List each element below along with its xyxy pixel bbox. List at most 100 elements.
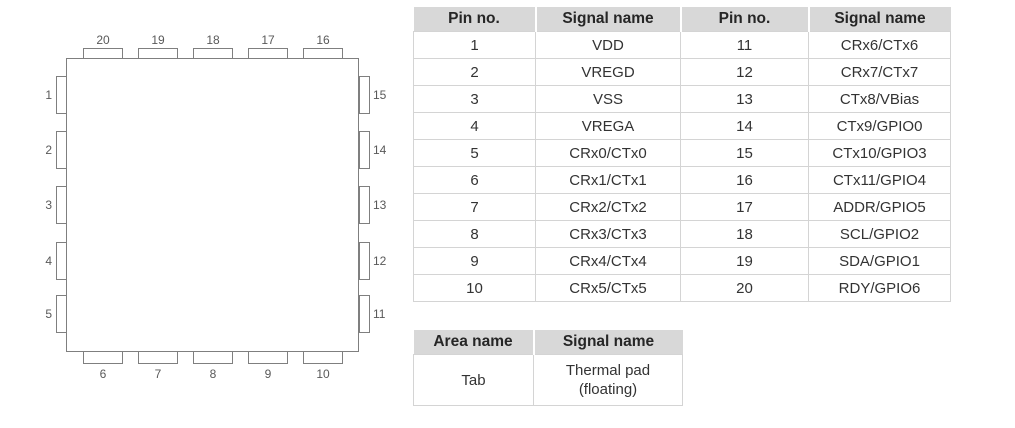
table-cell: 18 — [680, 220, 809, 248]
column-header: Signal name — [534, 7, 681, 32]
column-header: Signal name — [532, 330, 683, 355]
table-cell: 16 — [680, 166, 809, 194]
table-cell: 1 — [413, 31, 536, 59]
table-cell: 12 — [680, 58, 809, 86]
table-cell: CRx1/CTx1 — [535, 166, 681, 194]
pin — [56, 131, 67, 169]
pin-label: 17 — [261, 33, 275, 47]
table-cell: 3 — [413, 85, 536, 113]
pin-label: 10 — [316, 367, 330, 381]
pin-label: 15 — [373, 88, 387, 102]
table-cell: CRx6/CTx6 — [808, 31, 951, 59]
column-header: Pin no. — [413, 7, 536, 32]
pin — [359, 242, 370, 280]
table-header-row: Pin no. Signal name Pin no. Signal name — [413, 7, 951, 32]
chip-body — [66, 58, 359, 352]
pin — [359, 131, 370, 169]
pin-label: 8 — [209, 367, 217, 381]
table-cell: CRx2/CTx2 — [535, 193, 681, 221]
pin-label: 6 — [99, 367, 107, 381]
table-cell: CRx5/CTx5 — [535, 274, 681, 302]
pin-label: 11 — [373, 307, 386, 321]
pin — [138, 48, 178, 59]
column-header: Signal name — [807, 7, 951, 32]
table-cell: 14 — [680, 112, 809, 140]
table-cell: 2 — [413, 58, 536, 86]
table-cell: 4 — [413, 112, 536, 140]
pin-label: 20 — [96, 33, 110, 47]
table-cell: ADDR/GPIO5 — [808, 193, 951, 221]
table-cell: CTx9/GPIO0 — [808, 112, 951, 140]
column-header: Area name — [413, 330, 534, 355]
pin-label: 4 — [45, 254, 52, 268]
table-cell: 6 — [413, 166, 536, 194]
pin-label: 2 — [45, 143, 52, 157]
pin — [56, 186, 67, 224]
pin-label: 12 — [373, 254, 387, 268]
pin — [56, 76, 67, 114]
table-cell: CRx0/CTx0 — [535, 139, 681, 167]
pin — [193, 48, 233, 59]
table-cell: VDD — [535, 31, 681, 59]
table-cell: Thermal pad (floating) — [533, 354, 683, 406]
table-cell: SDA/GPIO1 — [808, 247, 951, 275]
table-cell: 13 — [680, 85, 809, 113]
pin-label: 1 — [45, 88, 52, 102]
pin-label: 18 — [206, 33, 220, 47]
pin — [248, 351, 288, 364]
table-cell: CTx11/GPIO4 — [808, 166, 951, 194]
pin — [138, 351, 178, 364]
pin-label: 14 — [373, 143, 387, 157]
table-cell: CRx3/CTx3 — [535, 220, 681, 248]
pin — [359, 186, 370, 224]
table-cell: 8 — [413, 220, 536, 248]
pin — [303, 351, 343, 364]
table-cell: CTx10/GPIO3 — [808, 139, 951, 167]
pin-label: 3 — [45, 198, 52, 212]
pin-label: 13 — [373, 198, 387, 212]
pin — [359, 76, 370, 114]
table-cell: CRx7/CTx7 — [808, 58, 951, 86]
table-cell: RDY/GPIO6 — [808, 274, 951, 302]
table-cell: 17 — [680, 193, 809, 221]
pin-label: 7 — [154, 367, 162, 381]
table-cell: 10 — [413, 274, 536, 302]
pin-label: 9 — [264, 367, 272, 381]
table-cell: 5 — [413, 139, 536, 167]
pin — [56, 242, 67, 280]
table-cell: 20 — [680, 274, 809, 302]
pin — [83, 351, 123, 364]
table-cell: 11 — [680, 31, 809, 59]
table-cell: VREGD — [535, 58, 681, 86]
table-cell: 15 — [680, 139, 809, 167]
table-cell: VREGA — [535, 112, 681, 140]
table-cell: VSS — [535, 85, 681, 113]
pin — [248, 48, 288, 59]
pin — [193, 351, 233, 364]
table-cell: CTx8/VBias — [808, 85, 951, 113]
pin-signal-table: Pin no. Signal name Pin no. Signal name … — [413, 7, 951, 302]
pin — [303, 48, 343, 59]
table-cell: Tab — [413, 354, 534, 406]
column-header: Pin no. — [679, 7, 809, 32]
pin-label: 5 — [45, 307, 52, 321]
pin — [359, 295, 370, 333]
table-cell: 7 — [413, 193, 536, 221]
table-header-row: Area name Signal name — [413, 330, 683, 355]
table-cell: CRx4/CTx4 — [535, 247, 681, 275]
pin — [83, 48, 123, 59]
pin-label: 19 — [151, 33, 165, 47]
